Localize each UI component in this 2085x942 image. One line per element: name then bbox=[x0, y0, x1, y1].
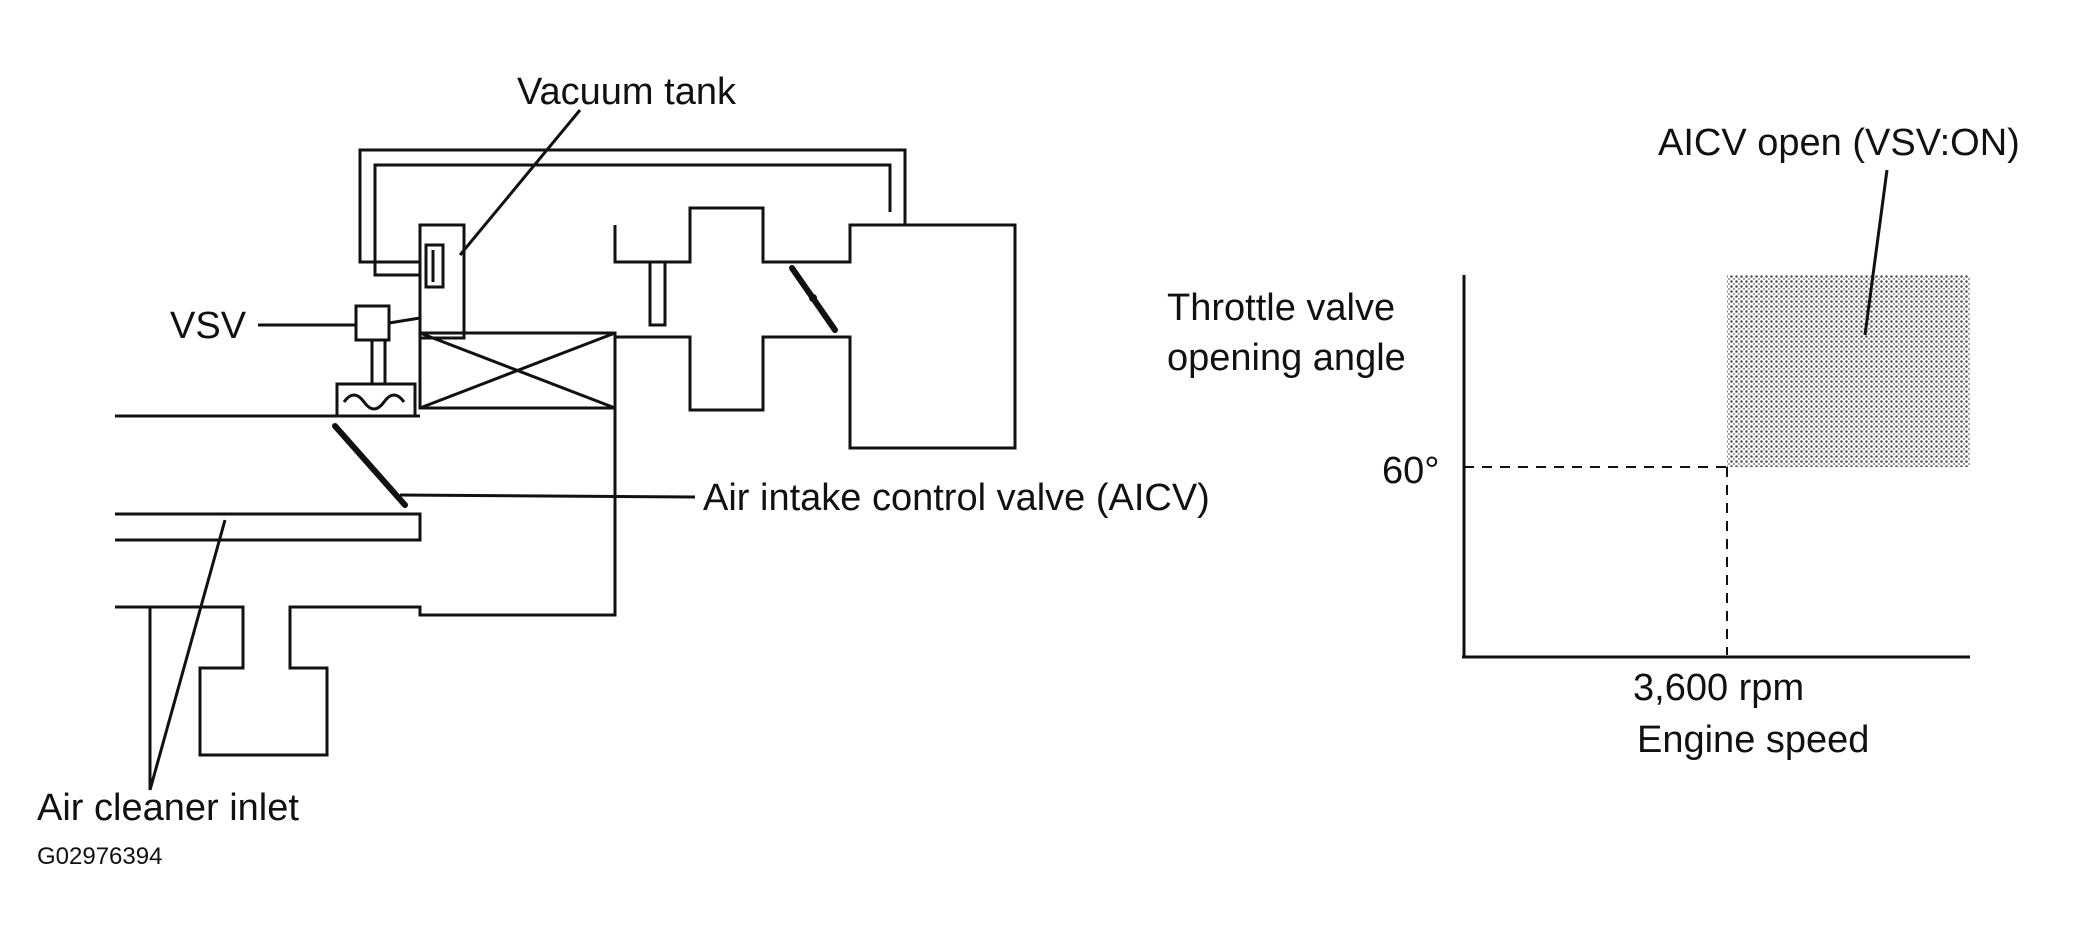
angle-60-label: 60° bbox=[1382, 450, 1439, 492]
figure-code: G02976394 bbox=[37, 843, 162, 870]
leader-lines bbox=[148, 109, 696, 791]
aicv-open-region bbox=[1727, 275, 1970, 467]
aicv-label: Air intake control valve (AICV) bbox=[703, 477, 1210, 519]
throttle-label-line2: opening angle bbox=[1167, 337, 1406, 379]
aicv-plate bbox=[332, 423, 408, 508]
throttle-body bbox=[613, 206, 1017, 450]
throttle-label-line1: Throttle valve bbox=[1167, 287, 1395, 329]
engine-speed-label: Engine speed bbox=[1637, 719, 1869, 761]
intake-schematic: Vacuum tank VSV Air intake control valve… bbox=[37, 71, 1210, 870]
vsv-label: VSV bbox=[170, 305, 247, 347]
aicv-open-label: AICV open (VSV:ON) bbox=[1658, 122, 2020, 164]
intercooler bbox=[418, 331, 617, 410]
intake-duct bbox=[115, 335, 617, 757]
vacuum-tank-label: Vacuum tank bbox=[517, 71, 737, 113]
operating-range-graph: AICV open (VSV:ON) Throttle valve openin… bbox=[1167, 122, 2020, 761]
rpm-3600-label: 3,600 rpm bbox=[1633, 667, 1804, 709]
aicv-actuator bbox=[335, 304, 421, 418]
aicv-open-leader bbox=[1863, 169, 1889, 336]
vacuum-tank bbox=[418, 223, 466, 340]
air-cleaner-inlet-label: Air cleaner inlet bbox=[37, 787, 299, 829]
